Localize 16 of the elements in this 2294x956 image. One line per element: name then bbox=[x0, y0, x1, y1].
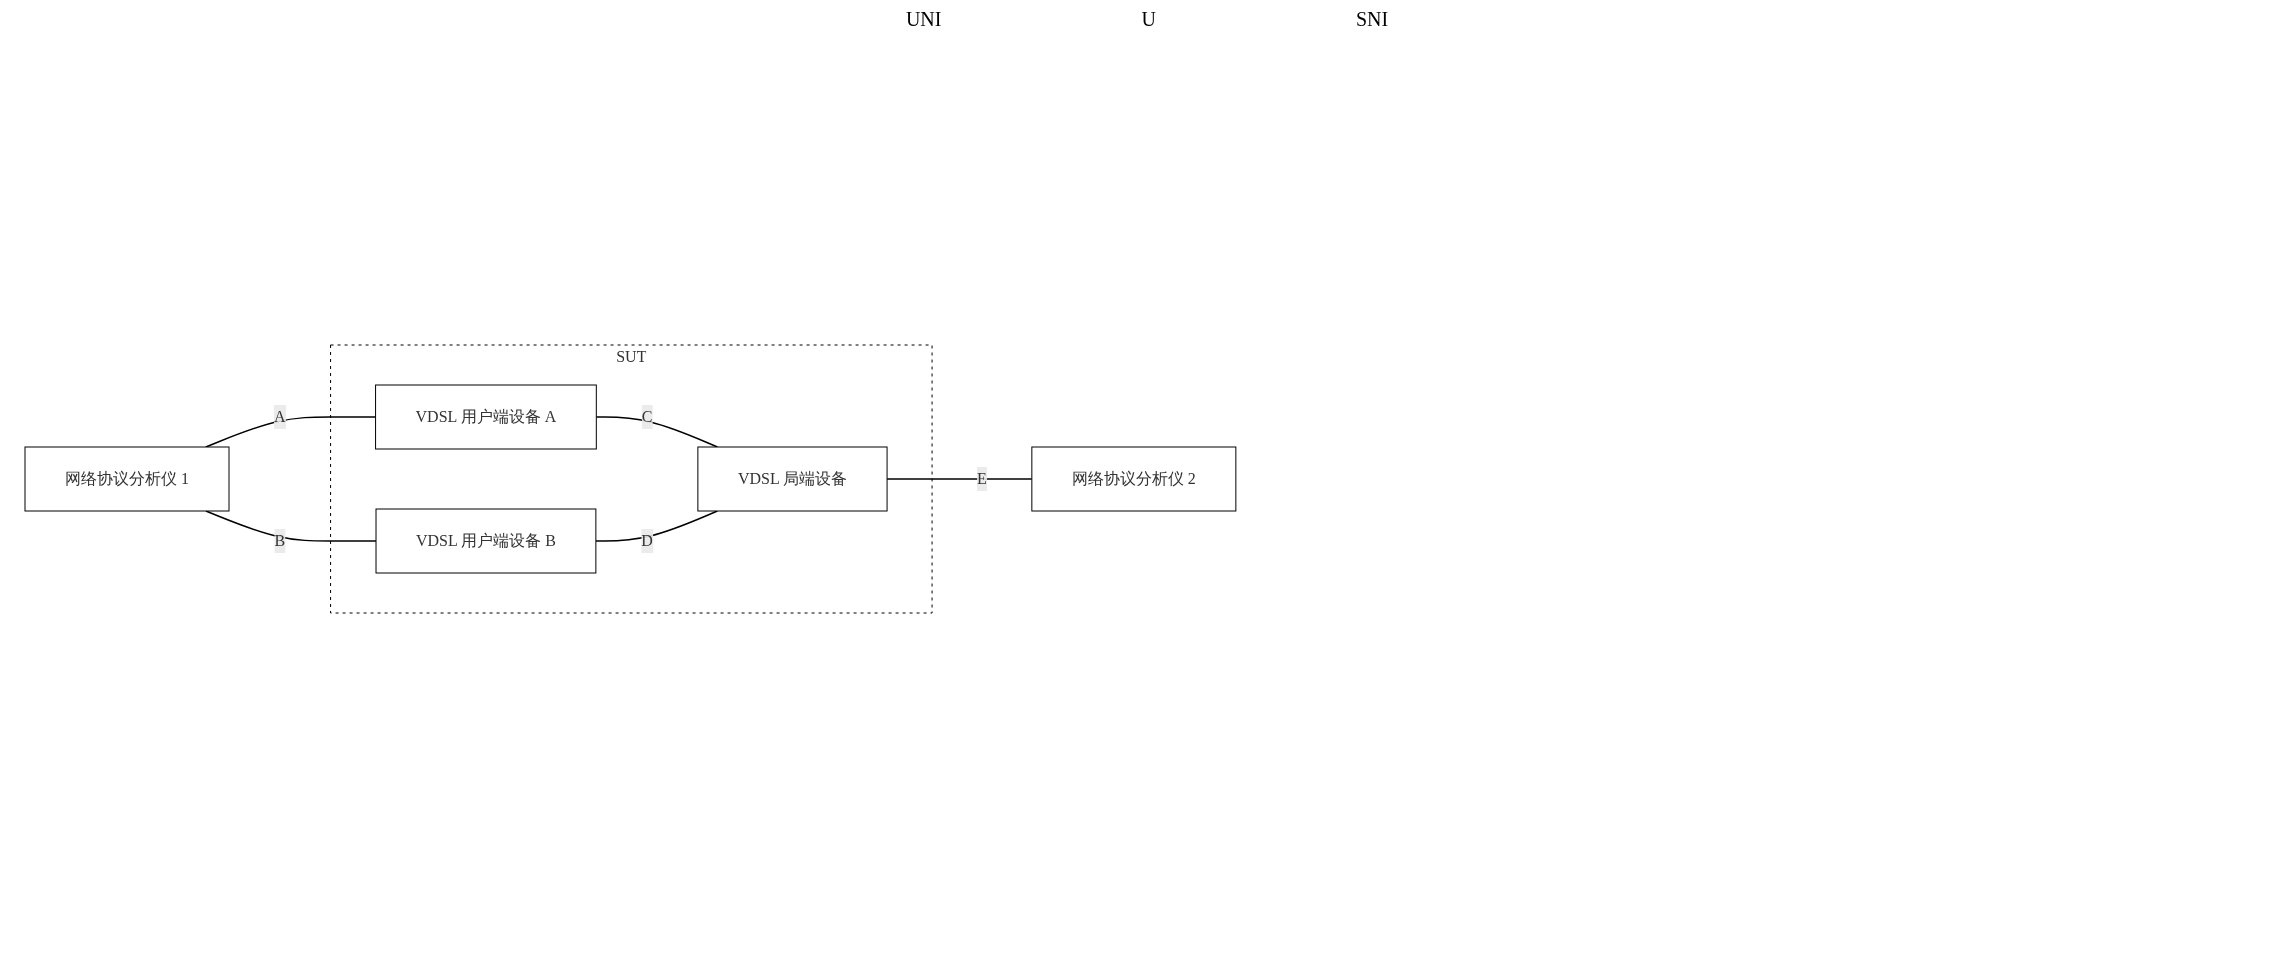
edge-label: D bbox=[641, 532, 653, 549]
reference-point-label: UNI bbox=[905, 8, 942, 31]
node-box: 网络协议分析仪 2 bbox=[1031, 446, 1237, 512]
edge-label: B bbox=[274, 532, 286, 549]
edge-label: C bbox=[641, 408, 653, 425]
node-box: VDSL 局端设备 bbox=[697, 446, 888, 512]
node-box: VDSL 用户端设备 B bbox=[375, 508, 597, 574]
reference-point-label: SNI bbox=[1355, 8, 1389, 31]
node-box: 网络协议分析仪 1 bbox=[24, 446, 230, 512]
edge-label: E bbox=[977, 470, 987, 487]
connector bbox=[205, 416, 377, 448]
connector bbox=[595, 416, 719, 448]
edge-label: A bbox=[274, 408, 286, 425]
reference-point-label: U bbox=[1141, 8, 1156, 31]
node-box: VDSL 用户端设备 A bbox=[375, 384, 597, 450]
connector bbox=[886, 478, 1033, 480]
